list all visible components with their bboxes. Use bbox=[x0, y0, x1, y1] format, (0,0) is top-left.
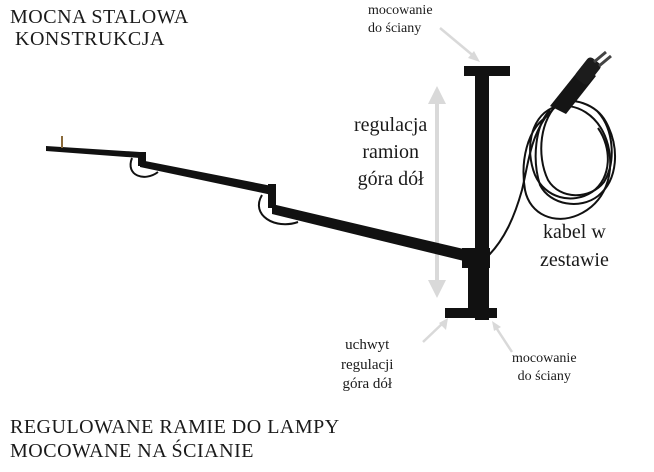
arm-adjustment-line3: góra dół bbox=[357, 168, 424, 190]
height-handle-line1: uchwyt bbox=[345, 337, 390, 353]
pointer-arrow-icon bbox=[422, 27, 514, 353]
wall-mount-bottom-line1: mocowanie bbox=[512, 351, 577, 366]
cable-line2: zestawie bbox=[540, 249, 609, 271]
arm-adjustment-line2: ramion bbox=[362, 141, 419, 163]
wall-mount-top-line2: do ściany bbox=[368, 20, 422, 36]
lamp-arm-illustration bbox=[46, 66, 510, 320]
cable-line1: kabel w bbox=[543, 221, 606, 243]
arm-adjustment-label: regulacja ramion góra dół bbox=[354, 112, 427, 193]
arm-adjustment-line1: regulacja bbox=[354, 114, 428, 136]
double-arrow-icon bbox=[428, 86, 446, 298]
height-handle-line2: regulacji bbox=[341, 356, 394, 373]
plug-illustration bbox=[550, 50, 612, 114]
bottom-title-line1: REGULOWANE RAMIE DO LAMPY bbox=[10, 416, 340, 438]
wall-mount-bottom-label: mocowanie do ściany bbox=[512, 350, 577, 385]
wall-mount-bottom-line2: do ściany bbox=[517, 368, 571, 384]
wall-mount-top-label: mocowanie do ściany bbox=[368, 2, 433, 37]
top-title: MOCNA STALOWA KONSTRUKCJA bbox=[10, 6, 189, 51]
top-title-line1: MOCNA STALOWA bbox=[10, 6, 189, 28]
height-handle-label: uchwyt regulacji góra dół bbox=[341, 336, 393, 395]
wall-mount-top-line1: mocowanie bbox=[368, 3, 433, 18]
bottom-title-line2: MOCOWANE NA ŚCIANIE bbox=[10, 439, 254, 462]
height-handle-line3: góra dół bbox=[342, 376, 393, 392]
top-title-line2: KONSTRUKCJA bbox=[15, 28, 165, 51]
cable-label: kabel w zestawie bbox=[540, 218, 609, 274]
bottom-title: REGULOWANE RAMIE DO LAMPY MOCOWANE NA ŚC… bbox=[10, 416, 340, 463]
